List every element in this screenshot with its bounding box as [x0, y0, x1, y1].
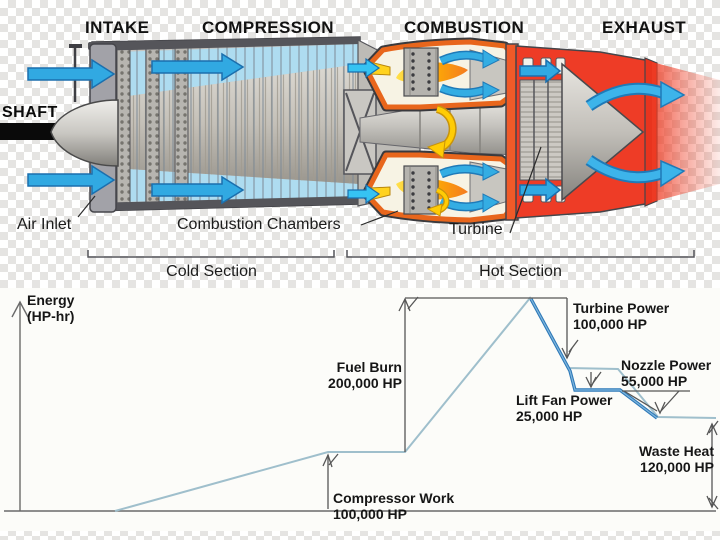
- exhaust-arrow-top-icon: [585, 80, 686, 112]
- chart-annotations: [322, 296, 719, 510]
- shaft-label: SHAFT: [2, 104, 58, 121]
- airflow-arrows: [27, 52, 562, 205]
- turbine-stage-plates: [519, 79, 567, 181]
- intake-arrow-bottom-icon: [27, 164, 116, 196]
- rotation-arrow-small-icon: [426, 187, 450, 217]
- section-brackets: [87, 250, 695, 258]
- cold-section-bracket: [87, 250, 335, 258]
- rotation-arrow-icon: [426, 105, 457, 159]
- nozzle-power-arrow-icon: [622, 390, 690, 415]
- section-header-combustion: COMBUSTION: [404, 18, 525, 37]
- hot-section-bracket: [346, 250, 695, 258]
- lift-fan-power-label: Lift Fan Power 25,000 HP: [516, 392, 613, 424]
- pointer-lines: [77, 146, 542, 234]
- section-header-compression: COMPRESSION: [202, 18, 334, 37]
- section-header-exhaust: EXHAUST: [602, 18, 687, 37]
- compressor-section: [88, 36, 361, 213]
- turbine-label: Turbine: [449, 221, 503, 238]
- cold-section-label: Cold Section: [166, 263, 257, 280]
- turbine-power-arrow-icon: [561, 298, 579, 360]
- compressor-arrow-top-icon: [151, 52, 245, 82]
- energy-axis-label-line2: (HP-hr): [27, 308, 75, 324]
- hot-section-label: Hot Section: [479, 263, 562, 280]
- nose-cone: [50, 99, 119, 167]
- intake-arrow-top-icon: [27, 58, 116, 90]
- waste-heat-label: Waste Heat 120,000 HP: [639, 443, 714, 475]
- energy-axis-label-line1: Energy: [27, 292, 75, 308]
- energy-line-thick: [529, 298, 659, 420]
- exhaust-arrow-bottom-icon: [585, 154, 686, 188]
- energy-chart-graphic: [4, 296, 719, 512]
- waste-heat-arrow-icon: [706, 420, 719, 510]
- chart-axes: [4, 300, 716, 512]
- energy-chart-panel: [0, 288, 720, 531]
- y-axis-arrowhead-icon: [11, 300, 29, 318]
- engine-diagram-graphic: [0, 36, 720, 258]
- turbine-power-label: Turbine Power 100,000 HP: [573, 300, 670, 332]
- drive-shaft: [0, 123, 56, 140]
- fuel-burn-label: Fuel Burn 200,000 HP: [328, 359, 402, 391]
- section-header-intake: INTAKE: [85, 18, 150, 37]
- fuel-burn-arrow-icon: [398, 296, 567, 452]
- turbine-arrow-top-icon: [519, 58, 562, 84]
- compressor-work-label: Compressor Work 100,000 HP: [333, 490, 455, 522]
- lift-fan-arrow-icon: [585, 371, 602, 389]
- energy-axis-label: Energy (HP-hr): [27, 292, 74, 324]
- air-inlet-label: Air Inlet: [17, 216, 72, 233]
- compressor-work-arrow-icon: [322, 453, 339, 509]
- nozzle-power-label: Nozzle Power 55,000 HP: [621, 357, 712, 389]
- compressor-arrow-bottom-icon: [151, 175, 245, 205]
- combustion-chambers-label: Combustion Chambers: [177, 216, 341, 233]
